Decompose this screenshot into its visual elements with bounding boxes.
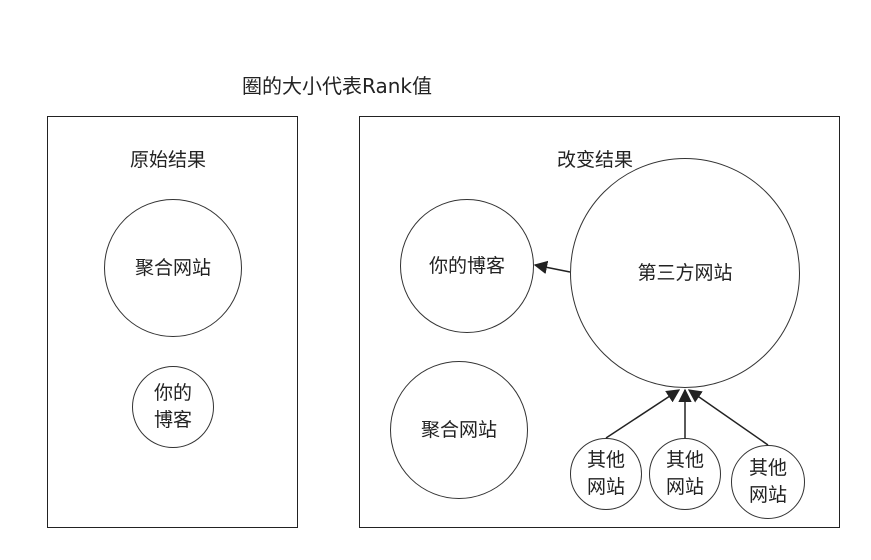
changed-aggregator-label: 聚合网站 [420,418,497,441]
changed-aggregator-node: 聚合网站 [390,361,528,499]
other-site-node-1: 其他网站 [570,438,642,510]
other-site-node-2: 其他网站 [649,438,721,510]
original-aggregator-label: 聚合网站 [134,256,211,279]
original-result-title: 原始结果 [130,149,207,171]
third-party-site-label: 第三方网站 [637,261,733,284]
other-site-node-3: 其他网站 [731,445,805,519]
changed-blog-label: 你的博客 [428,254,505,277]
changed-result-title: 改变结果 [557,149,634,171]
other-site-label-2: 其他网站 [665,449,704,498]
other-site-label-3: 其他网站 [748,457,787,506]
original-blog-label: 你的博客 [153,382,192,431]
other-site-label-1: 其他网站 [586,449,625,498]
third-party-site-node: 第三方网站 [570,158,800,388]
original-blog-node: 你的博客 [132,366,214,448]
changed-blog-node: 你的博客 [400,199,534,333]
diagram-caption: 圈的大小代表Rank值 [242,74,432,98]
original-aggregator-node: 聚合网站 [104,199,242,337]
